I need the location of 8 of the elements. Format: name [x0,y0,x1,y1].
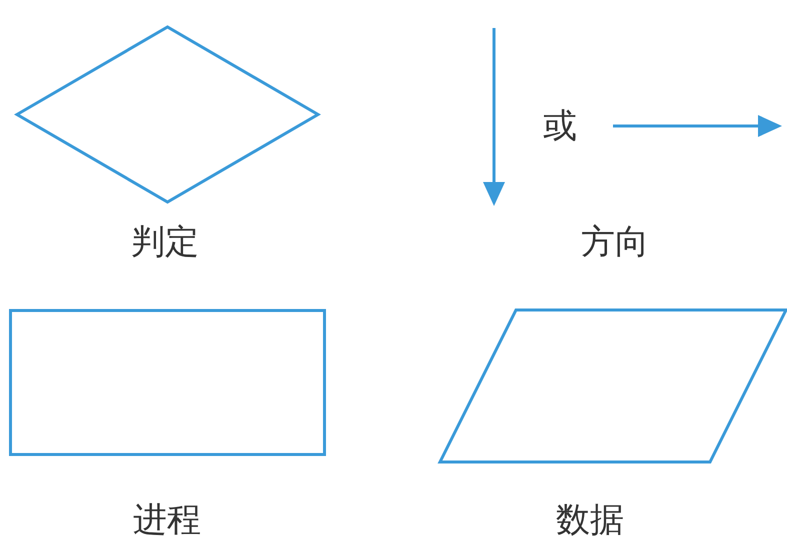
shape-caption: 数据 [556,500,624,540]
decision-diamond [16,26,319,203]
data-parallelogram [438,308,787,464]
shape-caption: 进程 [133,500,201,540]
shape-caption: 方向 [581,222,649,262]
process-box [9,309,326,456]
connector-word: 或 [543,106,577,146]
shape-caption: 判定 [131,222,199,262]
